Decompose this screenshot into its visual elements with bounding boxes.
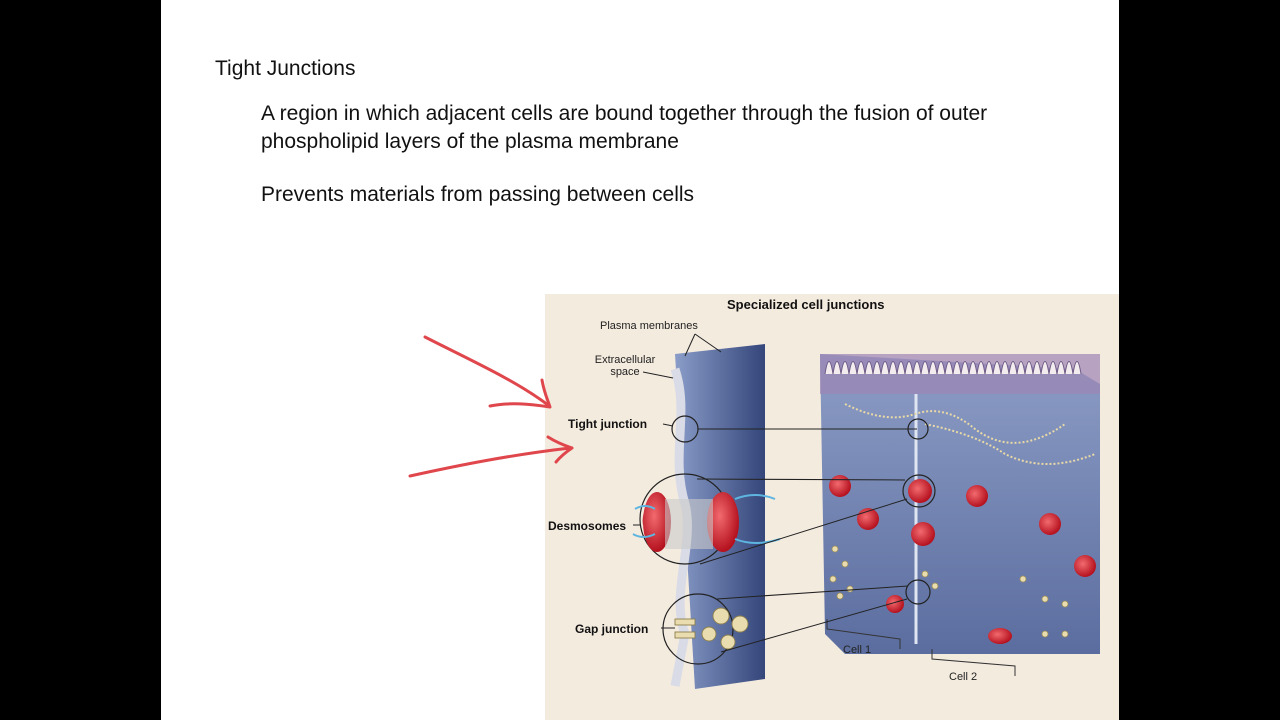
bullet-definition: A region in which adjacent cells are bou… <box>261 102 988 153</box>
label-cell-1: Cell 1 <box>843 644 872 656</box>
membrane-cross-section <box>632 333 917 689</box>
annotation-arrow-1 <box>423 335 552 409</box>
annotation-arrow-2 <box>408 435 574 478</box>
label-tight-junction: Tight junction <box>568 417 648 431</box>
figure-title: Specialized cell junctions <box>727 297 885 312</box>
bullet-function: Prevents materials from passing between … <box>261 183 695 206</box>
label-extracellular-space: Extracellular space <box>594 354 656 378</box>
label-desmosomes: Desmosomes <box>548 519 627 533</box>
figure-illustration <box>632 333 1100 689</box>
label-gap-junction: Gap junction <box>575 622 649 636</box>
slide: Tight Junctions A region in which adjace… <box>161 0 1119 720</box>
label-plasma-membranes: Plasma membranes <box>600 320 698 332</box>
cell-junctions-figure: Specialized cell junctions Plasma membra… <box>545 294 1119 720</box>
label-cell-2: Cell 2 <box>949 671 978 683</box>
slide-title: Tight Junctions <box>215 57 356 80</box>
